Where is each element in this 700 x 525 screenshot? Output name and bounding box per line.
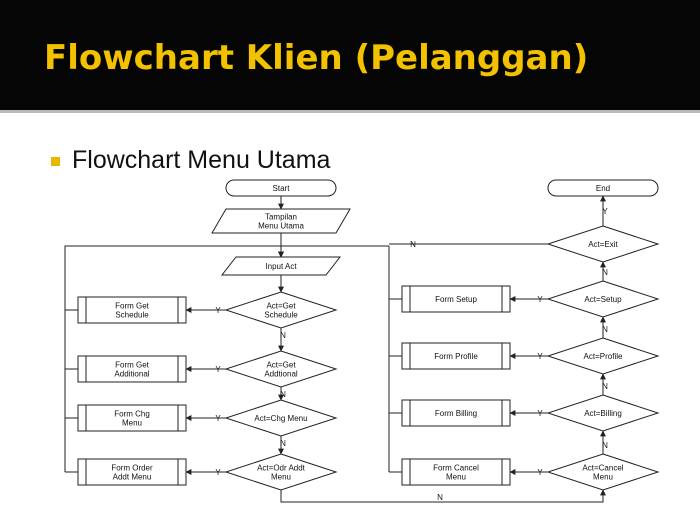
exit-no-label: N — [410, 240, 416, 249]
slide-title: Flowchart Klien (Pelanggan) — [44, 38, 589, 78]
right-yes-label-1: Y — [537, 295, 543, 304]
bullet-text: Flowchart Menu Utama — [72, 146, 331, 174]
right-form-3-label: Form Billing — [435, 409, 477, 418]
right-decision-3-label: Act=Profile — [584, 352, 623, 361]
left-no-label-2: N — [280, 390, 286, 399]
right-form-2-label: Form Profile — [434, 352, 478, 361]
right-no-label-3: N — [602, 382, 608, 391]
right-decision-1-label: Act=Exit — [588, 240, 618, 249]
right-form-4 — [401, 458, 511, 486]
right-decision-4 — [546, 394, 660, 432]
edge-left-to-right — [280, 489, 606, 503]
left-decision-3 — [224, 399, 338, 437]
left-decision-3-label: Act=Chg Menu — [254, 414, 307, 423]
left-yes-label-4: Y — [215, 468, 221, 477]
right-decision-4-label: Act=Billing — [584, 409, 622, 418]
title-bar: Flowchart Klien (Pelanggan) — [0, 0, 700, 110]
right-no-label-4: N — [602, 441, 608, 450]
right-decision-2 — [546, 280, 660, 318]
right-decision-1 — [546, 225, 660, 263]
right-yes-label-2: Y — [537, 352, 543, 361]
display-menu-utama — [211, 208, 351, 234]
input-act — [220, 256, 342, 276]
left-form-4 — [77, 458, 187, 486]
right-yes-label-3: Y — [537, 409, 543, 418]
right-decision-5 — [546, 453, 660, 491]
title-divider — [0, 110, 700, 113]
start-terminal — [225, 179, 337, 197]
right-no-label-2: N — [602, 325, 608, 334]
right-decision-3 — [546, 337, 660, 375]
exit-yes-label: Y — [602, 207, 608, 216]
left-decision-2 — [224, 350, 338, 388]
left-no-label-1: N — [280, 331, 286, 340]
left-decision-4 — [224, 453, 338, 491]
left-no-label-3: N — [280, 439, 286, 448]
right-decision-2-label: Act=Setup — [584, 295, 622, 304]
bottom-no-label: N — [437, 493, 443, 502]
left-form-2 — [77, 355, 187, 383]
left-form-1 — [77, 296, 187, 324]
left-yes-label-2: Y — [215, 365, 221, 374]
left-yes-label-3: Y — [215, 414, 221, 423]
bullet-marker-icon — [51, 157, 60, 166]
right-form-1 — [401, 285, 511, 313]
right-form-1-label: Form Setup — [435, 295, 477, 304]
start-terminal-label: Start — [273, 184, 291, 193]
end-terminal — [547, 179, 659, 197]
end-terminal-label: End — [596, 184, 610, 193]
left-decision-1 — [224, 291, 338, 329]
right-yes-label-4: Y — [537, 468, 543, 477]
input-act-label: Input Act — [265, 262, 297, 271]
left-yes-label-1: Y — [215, 306, 221, 315]
right-no-label-1: N — [602, 268, 608, 277]
left-form-3 — [77, 404, 187, 432]
right-form-2 — [401, 342, 511, 370]
right-form-3 — [401, 399, 511, 427]
